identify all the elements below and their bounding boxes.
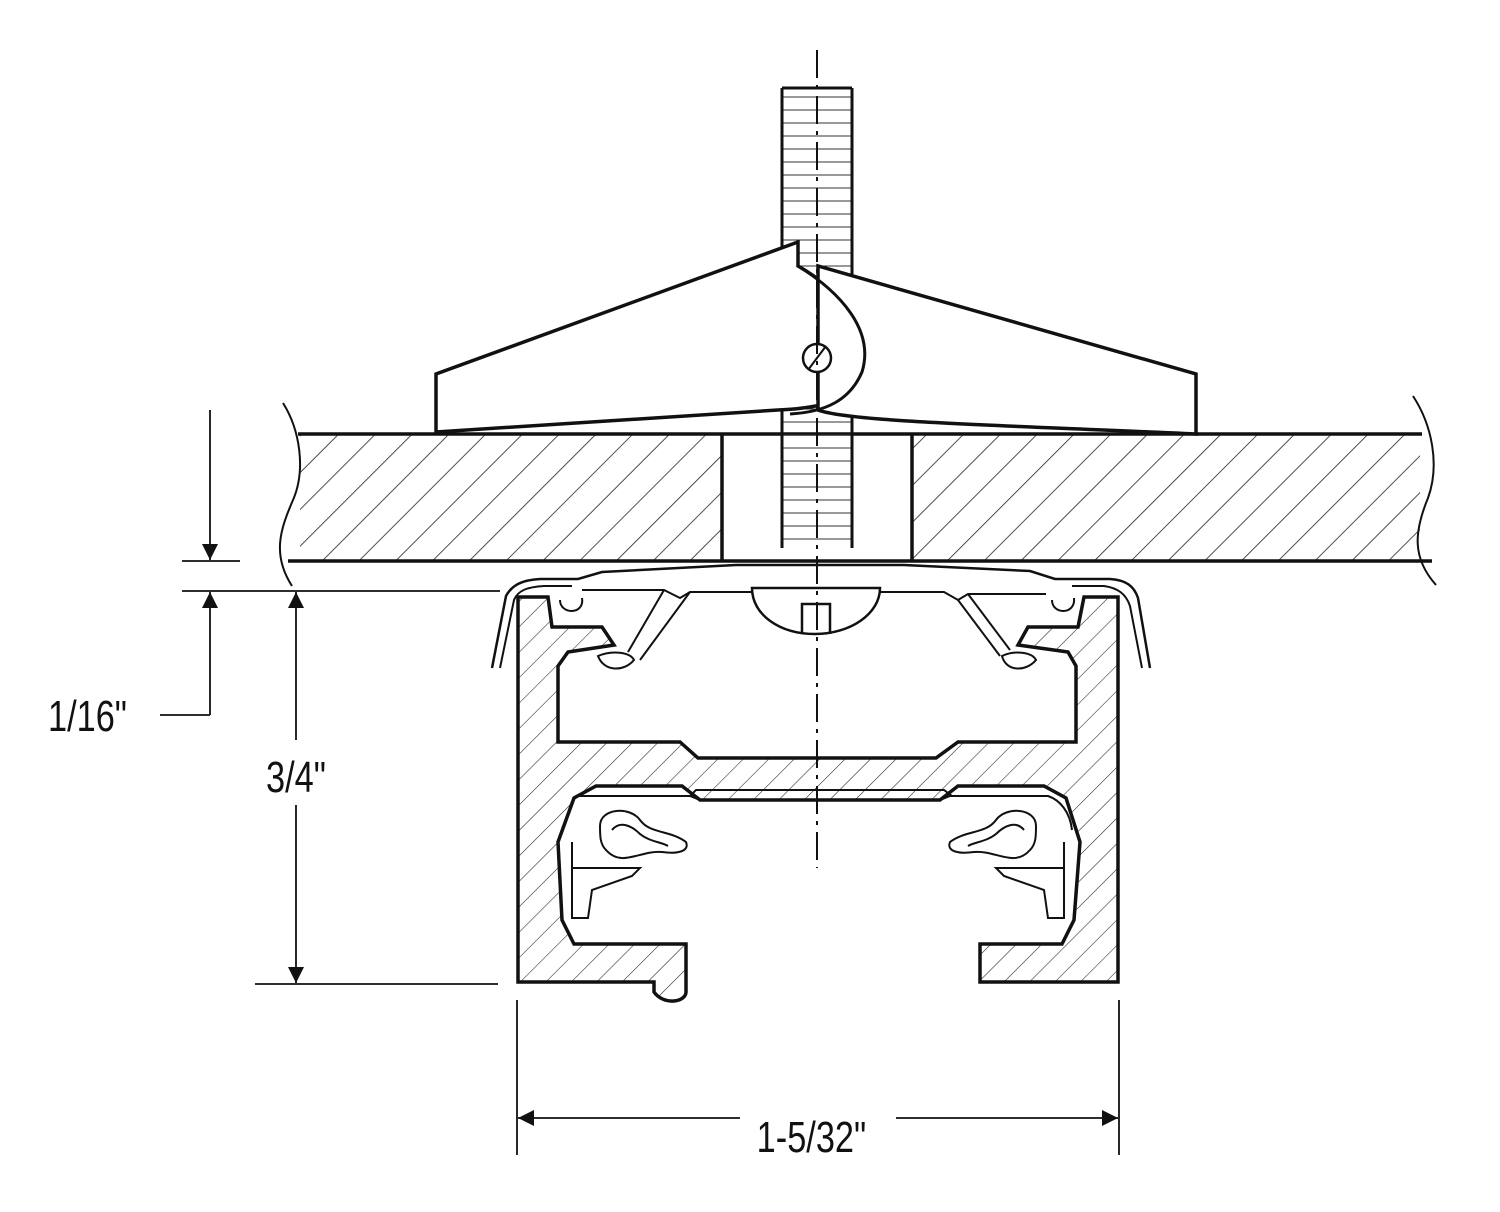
ceiling-right-hatch bbox=[912, 434, 1420, 561]
conductor-housing bbox=[571, 789, 1073, 919]
mounting-clip bbox=[490, 563, 1152, 670]
dimension-lines bbox=[160, 410, 1120, 1155]
ceiling-left-hatch bbox=[300, 434, 722, 561]
toggle-wing-right bbox=[816, 263, 1198, 436]
dimension-label-gap: 1/16" bbox=[48, 692, 127, 741]
contact-right bbox=[948, 809, 1038, 860]
dimension-label-width: 1-5/32" bbox=[752, 1116, 871, 1160]
toggle-bolt-wings bbox=[434, 239, 1198, 436]
dimension-label-height: 3/4" bbox=[266, 753, 326, 802]
contact-left bbox=[598, 809, 688, 860]
ceiling-break-left bbox=[278, 402, 302, 587]
ceiling-break-right bbox=[1412, 395, 1437, 586]
ceiling-section bbox=[278, 395, 1437, 587]
toggle-wing-left bbox=[434, 239, 867, 434]
